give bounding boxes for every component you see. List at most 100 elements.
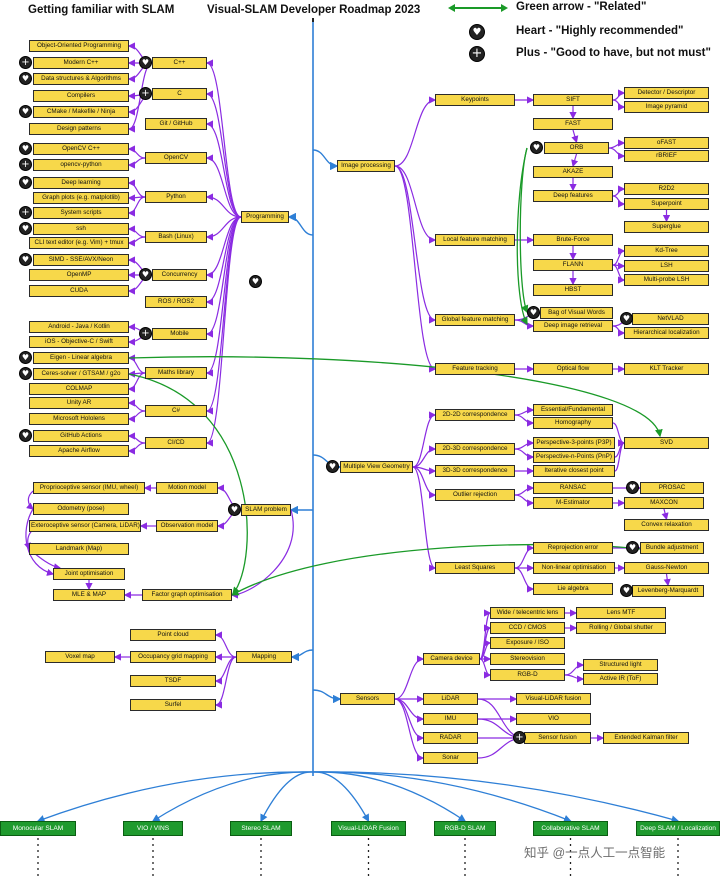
node-voxel-map[interactable]: Voxel map (45, 651, 115, 663)
node-2d2d[interactable]: 2D-2D correspondence (435, 409, 515, 421)
node-ceres[interactable]: Ceres-solver / GTSAM / g2o (33, 368, 129, 380)
node-m-estimator[interactable]: M-Estimator (533, 497, 613, 509)
node-vlidar-fusion[interactable]: Visual-LiDAR fusion (516, 693, 591, 705)
node-system-scripts[interactable]: System scripts (33, 207, 129, 219)
branch-visual-lidar-fusion[interactable]: Visual-LiDAR Fusion (331, 821, 406, 836)
node-hbst[interactable]: HBST (533, 284, 613, 296)
node-fast[interactable]: FAST (533, 118, 613, 130)
branch-collaborative-slam[interactable]: Collaborative SLAM (533, 821, 608, 836)
node-bundle-adj[interactable]: Bundle adjustment (640, 542, 704, 554)
node-lens-mtf[interactable]: Lens MTF (576, 607, 666, 619)
node-detector-descriptor[interactable]: Detector / Descriptor (624, 87, 709, 99)
node-maths[interactable]: Maths library (145, 367, 207, 379)
node-graph-plots[interactable]: Graph plots (e.g. matplotlib) (33, 192, 129, 204)
node-levenberg[interactable]: Levenberg-Marquardt (632, 585, 704, 597)
node-image-processing[interactable]: Image processing (337, 160, 395, 172)
node-unity-ar[interactable]: Unity AR (29, 397, 129, 409)
node-lie-algebra[interactable]: Lie algebra (533, 583, 613, 595)
node-icp[interactable]: Iterative closest point (533, 465, 615, 477)
branch-monocular-slam[interactable]: Monocular SLAM (0, 821, 76, 836)
node-r2d2[interactable]: R2D2 (624, 183, 709, 195)
node-netvlad[interactable]: NetVLAD (632, 313, 709, 325)
node-gauss-newton[interactable]: Gauss-Newton (624, 562, 709, 574)
node-outlier[interactable]: Outlier rejection (435, 489, 515, 501)
node-maxcon[interactable]: MAXCON (624, 497, 704, 509)
node-image-pyramid[interactable]: Image pyramid (624, 101, 709, 113)
node-klt[interactable]: KLT Tracker (624, 363, 709, 375)
node-github-actions[interactable]: GitHub Actions (33, 430, 129, 442)
node-obs-model[interactable]: Observation model (156, 520, 218, 532)
node-bash[interactable]: Bash (Linux) (145, 231, 207, 243)
node-point-cloud[interactable]: Point cloud (130, 629, 216, 641)
node-cli-editor[interactable]: CLI text editor (e.g. Vim) + tmux (29, 237, 129, 249)
node-odometry[interactable]: Odometry (pose) (33, 503, 129, 515)
node-optical-flow[interactable]: Optical flow (533, 363, 613, 375)
node-simd[interactable]: SIMD - SSE/AVX/Neon (33, 254, 129, 266)
node-design-patterns[interactable]: Design patterns (29, 123, 129, 135)
node-colmap[interactable]: COLMAP (29, 383, 129, 395)
node-programming[interactable]: Programming (241, 211, 289, 223)
node-ofast[interactable]: oFAST (624, 137, 709, 149)
node-csharp[interactable]: C# (145, 405, 207, 417)
node-superglue[interactable]: Superglue (624, 221, 709, 233)
node-opencv[interactable]: OpenCV (145, 152, 207, 164)
node-imu[interactable]: IMU (423, 713, 478, 725)
node-exposure[interactable]: Exposure / ISO (490, 637, 565, 649)
node-rgbd[interactable]: RGB-D (490, 669, 565, 681)
node-wide-lens[interactable]: Wide / telecentric lens (490, 607, 565, 619)
node-deep-features[interactable]: Deep features (533, 190, 613, 202)
node-opencv-cpp[interactable]: OpenCV C++ (33, 143, 129, 155)
node-homography[interactable]: Homography (533, 417, 613, 429)
node-occupancy[interactable]: Occupancy grid mapping (130, 651, 216, 663)
node-rolling-shutter[interactable]: Rolling / Global shutter (576, 622, 666, 634)
node-structured-light[interactable]: Structured light (583, 659, 658, 671)
node-ssh[interactable]: ssh (33, 223, 129, 235)
node-rbrief[interactable]: rBRIEF (624, 150, 709, 162)
node-least-squares[interactable]: Least Squares (435, 562, 515, 574)
node-feature-tracking[interactable]: Feature tracking (435, 363, 515, 375)
node-ros[interactable]: ROS / ROS2 (145, 296, 207, 308)
node-bovw[interactable]: Bag of Visual Words (540, 307, 613, 319)
branch-rgb-d-slam[interactable]: RGB-D SLAM (434, 821, 496, 836)
node-deep-learning[interactable]: Deep learning (33, 177, 129, 189)
branch-vio-vins[interactable]: VIO / VINS (123, 821, 183, 836)
node-keypoints[interactable]: Keypoints (435, 94, 515, 106)
node-hier-loc[interactable]: Hierarchical localization (624, 327, 709, 339)
node-stereovision[interactable]: Stereovision (490, 653, 565, 665)
node-openmp[interactable]: OpenMP (29, 269, 129, 281)
node-multiprobe-lsh[interactable]: Multi-probe LSH (624, 274, 709, 286)
node-cmake[interactable]: CMake / Makefile / Ninja (33, 106, 129, 118)
node-compilers[interactable]: Compilers (33, 90, 129, 102)
node-superpoint[interactable]: Superpoint (624, 198, 709, 210)
node-akaze[interactable]: AKAZE (533, 166, 613, 178)
node-apache-airflow[interactable]: Apache Airflow (29, 445, 129, 457)
node-essential[interactable]: Essential/Fundamental (533, 404, 613, 416)
node-slam-problem[interactable]: SLAM problem (241, 504, 291, 516)
node-modern-cpp[interactable]: Modern C++ (33, 57, 129, 69)
node-surfel[interactable]: Surfel (130, 699, 216, 711)
node-deep-retrieval[interactable]: Deep image retrieval (533, 320, 613, 332)
node-ekf[interactable]: Extended Kalman filter (603, 732, 689, 744)
node-c[interactable]: C (152, 88, 207, 100)
node-3d3d[interactable]: 3D-3D correspondence (435, 465, 515, 477)
node-active-ir[interactable]: Active IR (ToF) (583, 673, 658, 685)
node-motion-model[interactable]: Motion model (156, 482, 218, 494)
node-python[interactable]: Python (145, 191, 207, 203)
node-eigen[interactable]: Eigen - Linear algebra (33, 352, 129, 364)
node-camera-device[interactable]: Camera device (423, 653, 480, 665)
node-mapping[interactable]: Mapping (236, 651, 292, 663)
node-cuda[interactable]: CUDA (29, 285, 129, 297)
node-convex-relax[interactable]: Convex relaxation (624, 519, 709, 531)
node-ransac[interactable]: RANSAC (533, 482, 613, 494)
node-global-matching[interactable]: Global feature matching (435, 314, 515, 326)
node-exteroceptive[interactable]: Exteroceptive sensor (Camera, LiDAR) (29, 520, 141, 532)
node-flann[interactable]: FLANN (533, 259, 613, 271)
node-brute-force[interactable]: Brute-Force (533, 234, 613, 246)
node-opencv-python[interactable]: opencv-python (33, 159, 129, 171)
node-p3p[interactable]: Perspective-3-points (P3P) (533, 437, 615, 449)
node-pnp[interactable]: Perspective-n-Points (PnP) (533, 451, 615, 463)
node-local-matching[interactable]: Local feature matching (435, 234, 515, 246)
node-android[interactable]: Android - Java / Kotlin (29, 321, 129, 333)
node-cpp[interactable]: C++ (152, 57, 207, 69)
node-joint-opt[interactable]: Joint optimisation (53, 568, 125, 580)
